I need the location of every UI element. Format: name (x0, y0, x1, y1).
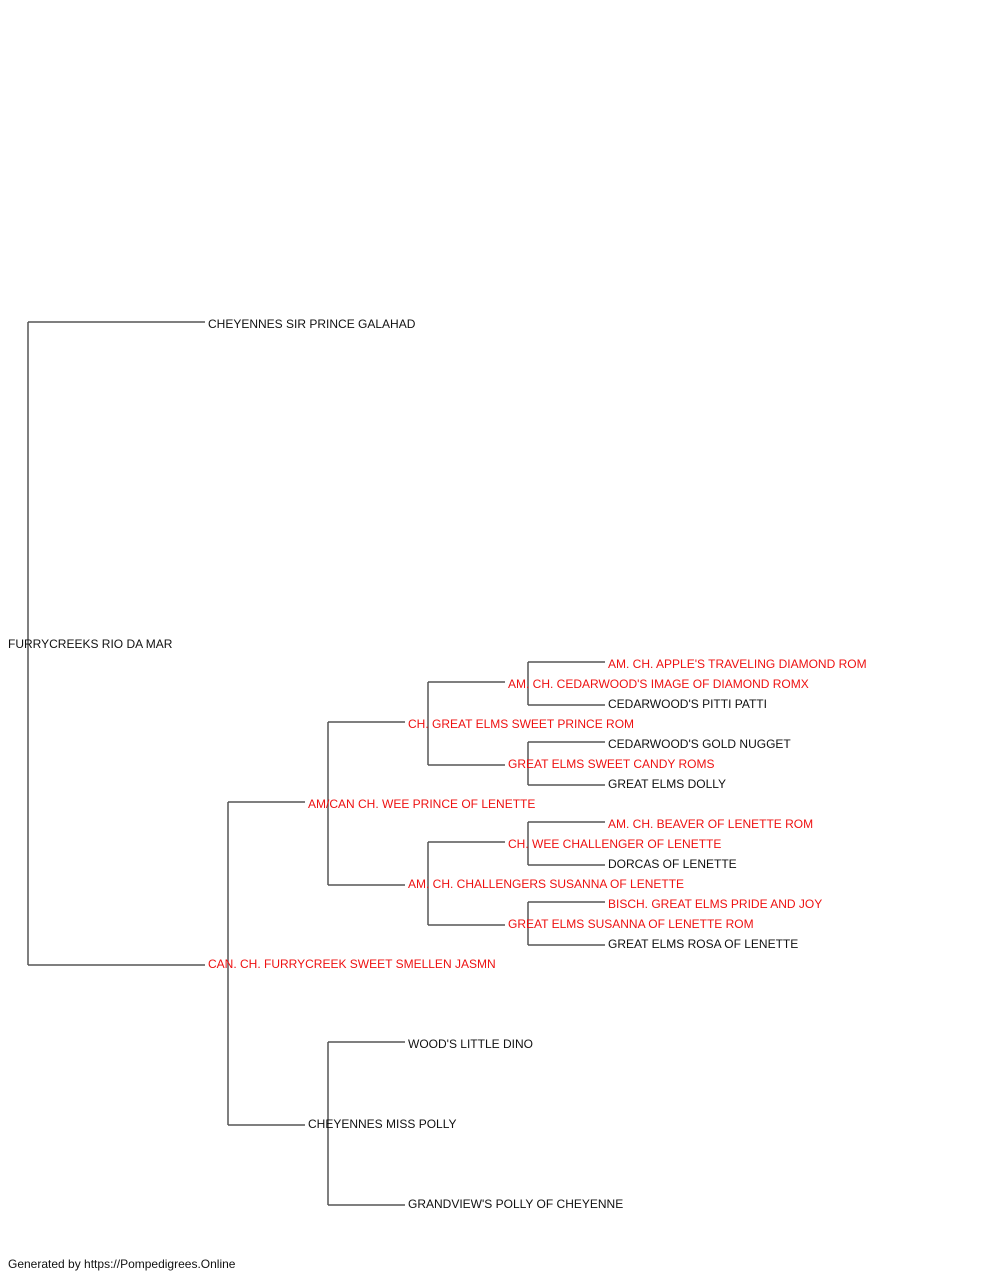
dog-name-dsssd: CEDARWOOD'S PITTI PATTI (608, 697, 767, 711)
dog-name-dam-dam: CHEYENNES MISS POLLY (308, 1117, 457, 1131)
dog-name-dds: WOOD'S LITTLE DINO (408, 1037, 533, 1051)
dog-name-dsddd: GREAT ELMS ROSA OF LENETTE (608, 937, 799, 951)
dog-name-dss: CH. GREAT ELMS SWEET PRINCE ROM (408, 717, 635, 731)
dog-name-dssds: CEDARWOOD'S GOLD NUGGET (608, 737, 791, 751)
dog-name-dsss: AM. CH. CEDARWOOD'S IMAGE OF DIAMOND ROM… (508, 677, 809, 691)
dog-name-dsdd: GREAT ELMS SUSANNA OF LENETTE ROM (508, 917, 754, 931)
dog-name-dsdds: BISCH. GREAT ELMS PRIDE AND JOY (608, 897, 823, 911)
dog-name-dssss: AM. CH. APPLE'S TRAVELING DIAMOND ROM (608, 657, 867, 671)
dog-name-dsdss: AM. CH. BEAVER OF LENETTE ROM (608, 817, 814, 831)
footer-credit: Generated by https://Pompedigrees.Online (8, 1257, 236, 1271)
dog-name-ddd: GRANDVIEW'S POLLY OF CHEYENNE (408, 1197, 624, 1211)
dog-name-sire: CHEYENNES SIR PRINCE GALAHAD (208, 317, 416, 331)
dog-name-dsdsd: DORCAS OF LENETTE (608, 857, 737, 871)
dog-name-root: FURRYCREEKS RIO DA MAR (8, 637, 173, 651)
dog-name-dssdd: GREAT ELMS DOLLY (608, 777, 727, 791)
dog-name-dam-sire: AM/CAN CH. WEE PRINCE OF LENETTE (308, 797, 536, 811)
dog-name-dsd: AM. CH. CHALLENGERS SUSANNA OF LENETTE (408, 877, 685, 891)
dog-name-dam: CAN. CH. FURRYCREEK SWEET SMELLEN JASMN (208, 957, 496, 971)
dog-name-dssd: GREAT ELMS SWEET CANDY ROMS (508, 757, 715, 771)
dog-name-dsds: CH. WEE CHALLENGER OF LENETTE (508, 837, 722, 851)
